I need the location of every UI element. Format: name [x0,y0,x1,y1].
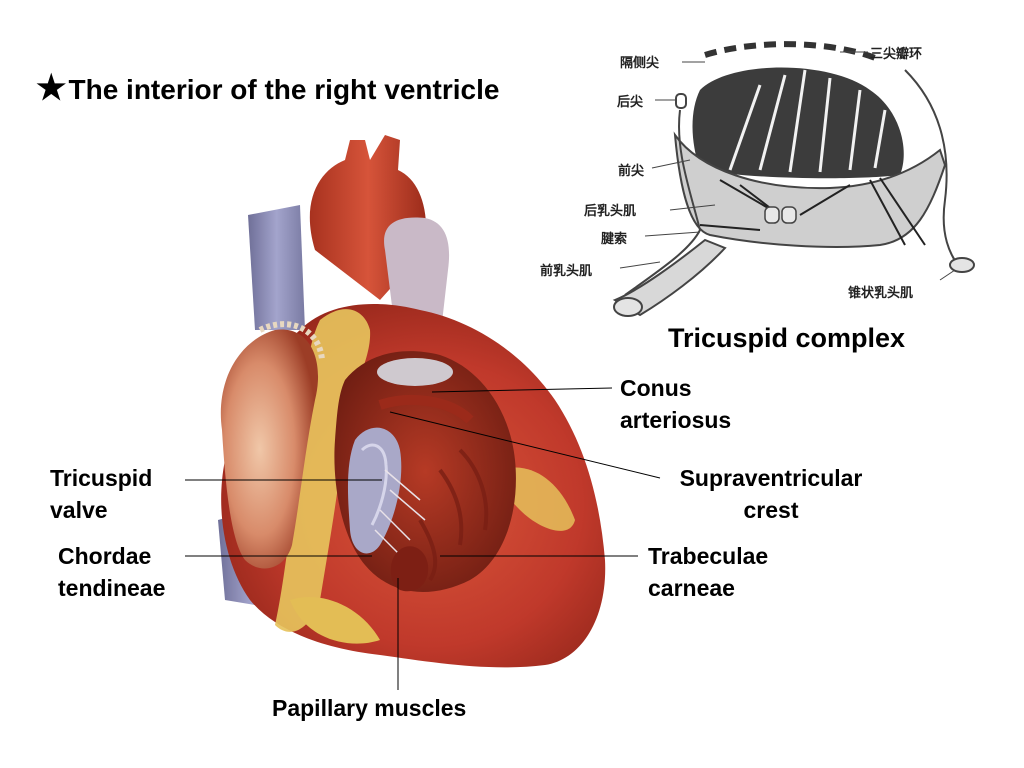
inset-caption: Tricuspid complex [668,323,906,353]
frame-right [904,69,961,269]
label-supraventricular-crest: Supraventricular crest [658,462,884,526]
inset-label-anterior-cusp: 前尖 [618,164,645,179]
leader-supraventricular [389,411,661,479]
label-supraventricular-line1: Supraventricular [679,465,863,491]
label-papillary-muscles: Papillary muscles [272,695,467,721]
conus-papillary-caps [949,257,975,273]
label-chordae-line2: tendineae [58,575,166,601]
inset-label-annulus: 三尖瓣环 [870,47,923,62]
papillary-muscle [390,546,429,592]
inset-papillary-posterior [764,206,780,224]
label-chordae-line1: Chordae [58,543,152,569]
inset-label-chordae: 腱索 [601,232,628,247]
star-icon: ★ [36,69,67,107]
posterior-cusp-shape [675,93,687,109]
label-conus-line1: Conus [620,375,692,401]
label-conus-line2: arteriosus [620,407,732,433]
chordae-strands [374,469,426,556]
inset-label-conus-papillary: 锥状乳头肌 [848,286,914,301]
right-atrium [220,329,319,569]
label-trabeculae-line1: Trabeculae [648,543,769,569]
fat-right [498,467,575,531]
inset-base [612,238,727,317]
base-cap-left [613,297,643,317]
inset-label-septal-cusp: 隔侧尖 [620,56,660,71]
inset-papillary-anterior [781,206,797,224]
tricuspid-leaflets [347,427,402,554]
slide-title-text: The interior of the right ventricle [68,74,500,105]
label-conus-arteriosus: Conus arteriosus [620,372,731,436]
label-chordae-tendineae: Chordae tendineae [58,540,165,604]
inset-chordae [699,177,926,246]
supraventricular-crest [378,395,474,424]
leader-lines [185,387,661,690]
ventricle-band [673,131,947,248]
valve-highlight [360,443,388,526]
fat-lower [290,596,380,644]
conus-area [377,358,453,386]
annulus-dashes [704,41,882,63]
label-trabeculae-carneae: Trabeculae carneae [648,540,768,604]
inset-label-posterior-cusp: 后尖 [617,95,644,110]
inset-leaders [619,51,956,281]
frame-left [624,109,702,296]
slide-title: ★The interior of the right ventricle [36,68,499,108]
trabeculae-ridges [418,448,489,582]
label-tricuspid-valve: Tricuspid valve [50,462,152,526]
label-trabeculae-line2: carneae [648,575,735,601]
cusp-fans [728,69,887,173]
inset-label-posterior-papillary: 后乳头肌 [584,204,637,219]
label-supraventricular-line2: crest [743,497,799,523]
inset-label-anterior-papillary: 前乳头肌 [540,264,593,279]
label-tricuspid-line2: valve [50,497,108,523]
label-tricuspid-line1: Tricuspid [50,465,153,491]
superior-vena-cava [248,205,305,330]
tricuspid-complex-drawing [612,41,975,317]
atrium-rim [258,321,325,361]
leader-conus [431,387,613,393]
